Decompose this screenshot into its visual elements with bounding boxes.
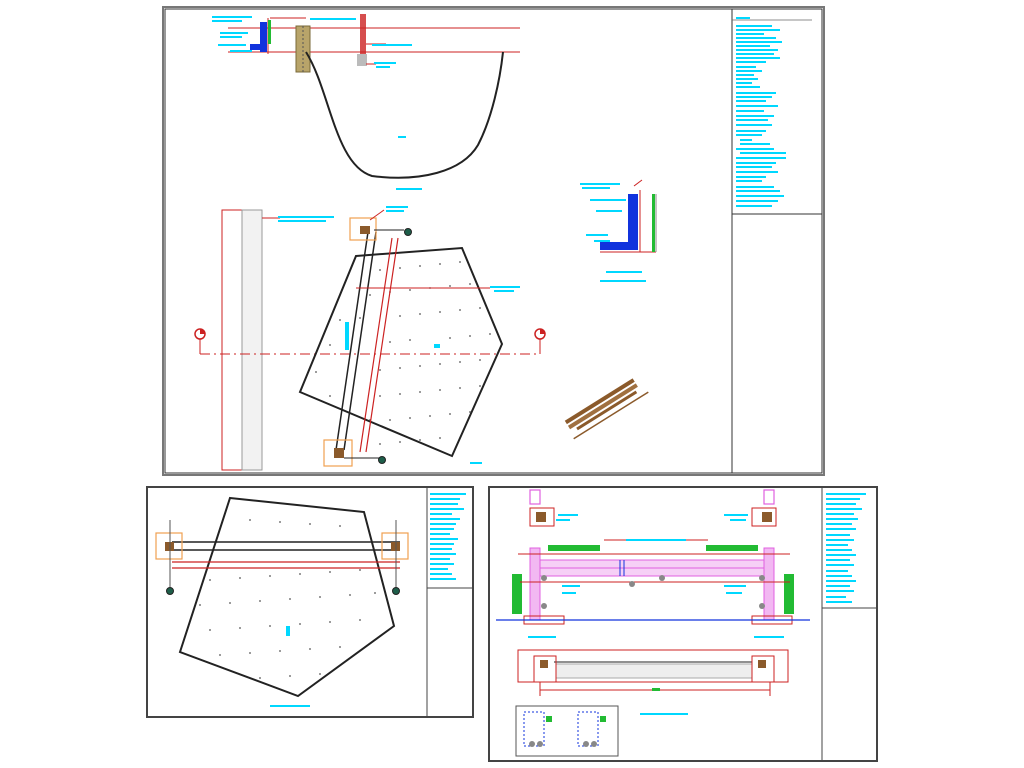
plan-sheet-caption <box>270 705 310 707</box>
sections-sheet-notes <box>826 493 866 603</box>
section-a-labels <box>528 514 784 638</box>
plan-sheet-notes <box>430 493 466 580</box>
sections-sheet-frame <box>488 486 878 762</box>
corner-section-detail <box>600 179 657 253</box>
plan-sheet-frame <box>146 486 474 718</box>
main-plan-labels <box>278 206 520 464</box>
section-b-detail <box>517 649 789 696</box>
section-a-detail <box>496 489 810 625</box>
node-marker-icon <box>392 587 400 595</box>
top-elevation-detail <box>228 14 520 73</box>
node-marker-icon <box>378 456 386 464</box>
main-sheet-inner-frame <box>164 8 823 474</box>
section-b-caption <box>640 713 688 715</box>
section-marker-icon <box>194 328 206 340</box>
section-marker-icon <box>534 328 546 340</box>
basin-profile-curve <box>305 51 504 179</box>
corner-section-labels <box>580 183 646 282</box>
inset-details <box>515 705 619 757</box>
main-drawing-sheet <box>162 6 825 476</box>
top-elevation-labels <box>212 16 422 190</box>
north-arrow-icon <box>564 378 649 440</box>
main-notes-block <box>736 17 786 207</box>
node-marker-icon <box>166 587 174 595</box>
main-plan-view <box>199 209 541 471</box>
node-marker-icon <box>404 228 412 236</box>
plan-sheet-pentagon <box>155 496 409 698</box>
